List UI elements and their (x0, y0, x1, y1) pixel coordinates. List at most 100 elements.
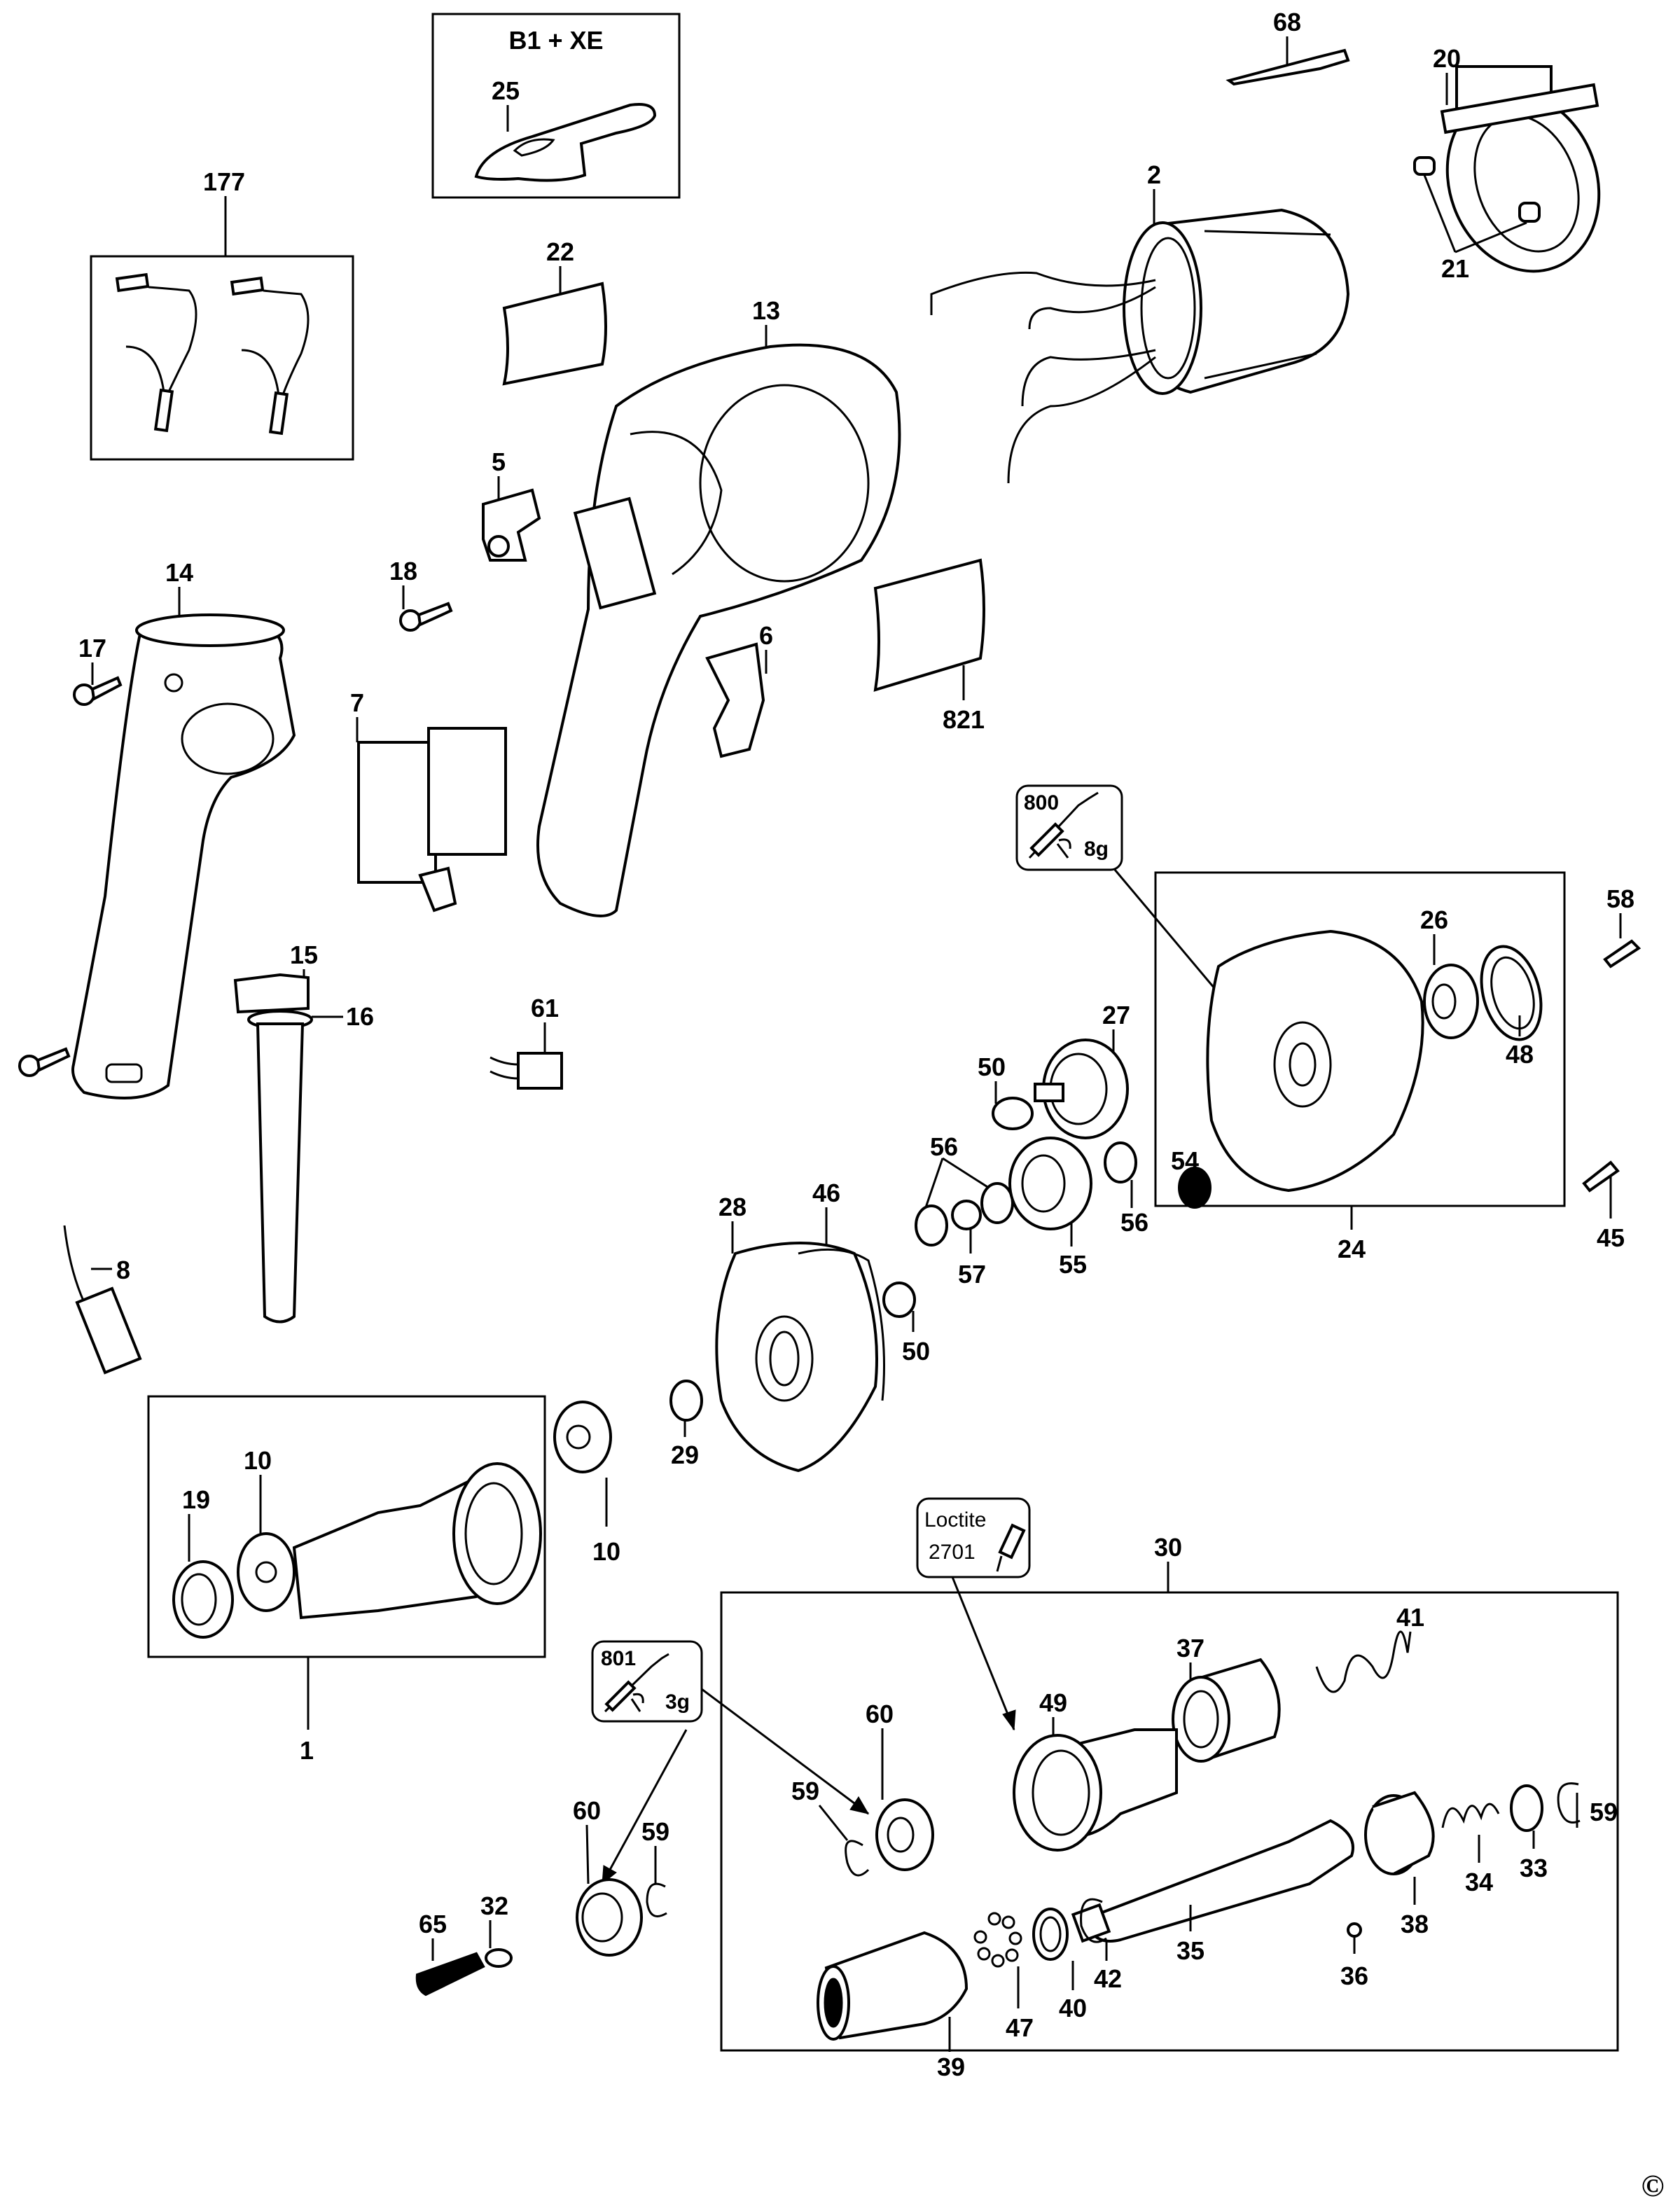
part-59-ring-b: 59 (1557, 1782, 1618, 1828)
group-30-clutch-spindle: 30 41 37 49 60 59 (720, 1533, 1619, 2081)
part-label-37: 37 (1176, 1634, 1205, 1662)
part-10-bearing-b: 10 (553, 1401, 620, 1566)
part-label-2: 2 (1147, 160, 1161, 189)
part-label-36: 36 (1340, 1961, 1368, 1990)
part-label-38: 38 (1401, 1910, 1429, 1938)
grease-800-amount: 8g (1084, 838, 1109, 861)
part-59-ring-c: 59 (641, 1817, 669, 1917)
part-label-45: 45 (1597, 1223, 1625, 1252)
part-label-6: 6 (759, 621, 773, 650)
grease-801-amount: 3g (665, 1690, 690, 1714)
part-50-bearing-a: 50 (978, 1053, 1034, 1130)
part-39-nose-sleeve: 39 (817, 1931, 969, 2081)
part-29-washer: 29 (669, 1380, 703, 1469)
part-17-screws: 17 (18, 634, 123, 1077)
part-label-14: 14 (165, 558, 193, 587)
loctite-name: Loctite (924, 1508, 986, 1532)
part-65-set-screw: 65 (415, 1910, 485, 1997)
part-47-balls: 47 (973, 1912, 1034, 2042)
part-21-brush-spring-a (1413, 156, 1436, 176)
part-label-15: 15 (290, 940, 318, 969)
callout-grease-800: 800 8g (1015, 784, 1227, 1002)
part-label-56: 56 (930, 1132, 958, 1161)
part-38-sleeve: 38 (1364, 1791, 1435, 1938)
part-27-gear: 27 (1034, 1001, 1130, 1139)
part-32-ball: 32 (480, 1891, 513, 1968)
part-label-58: 58 (1606, 884, 1634, 913)
part-label-821: 821 (943, 705, 985, 734)
part-label-32: 32 (480, 1891, 508, 1920)
grease-801-code: 801 (601, 1647, 636, 1670)
part-label-29: 29 (671, 1440, 699, 1469)
part-label-13: 13 (752, 296, 780, 325)
part-16-side-handle: 16 (247, 1002, 374, 1324)
part-13-motor-housing: 13 (536, 296, 901, 917)
part-34-spring: 34 (1441, 1803, 1500, 1896)
part-6-clip: 6 (705, 621, 773, 758)
part-label-55: 55 (1059, 1250, 1087, 1279)
part-label-65: 65 (419, 1910, 447, 1938)
part-18-screw: 18 (389, 557, 453, 632)
part-10-bearing-a: 10 (237, 1446, 296, 1612)
part-22-label: 22 (502, 237, 607, 386)
part-label-42: 42 (1094, 1964, 1122, 1993)
part-54-bearing: 54 (1171, 1146, 1212, 1209)
part-25-switch-lever (474, 103, 657, 182)
part-label-177: 177 (203, 167, 245, 196)
copyright-symbol: © (1641, 2169, 1665, 2203)
part-label-34: 34 (1465, 1868, 1493, 1896)
grease-800-code: 800 (1024, 791, 1059, 814)
part-20-brush-holder: 20 21 (1413, 44, 1601, 283)
part-60-cam-b: 60 (573, 1796, 643, 1957)
part-56-washers: 56 56 (915, 1132, 1148, 1247)
part-label-59c: 59 (1590, 1798, 1618, 1826)
part-label-33: 33 (1520, 1854, 1548, 1882)
part-label-21: 21 (1441, 254, 1469, 283)
part-label-60: 60 (866, 1700, 894, 1728)
part-5-clip: 5 (482, 447, 541, 562)
part-label-35: 35 (1176, 1936, 1205, 1965)
part-8-cord: 8 (63, 1225, 142, 1375)
part-42-ring: 42 (1080, 1898, 1122, 1993)
part-41-spring: 41 (1315, 1603, 1424, 1693)
part-label-39: 39 (937, 2053, 965, 2081)
part-label-10: 10 (244, 1446, 272, 1475)
part-35-spindle: 35 (1071, 1819, 1354, 1965)
part-label-5: 5 (492, 447, 506, 476)
part-50-bearing-b: 50 (882, 1282, 930, 1366)
part-21-brush-spring-b (1518, 202, 1541, 223)
part-15-clamp: 15 (233, 940, 318, 1014)
part-61-carbon-brush: 61 (490, 994, 563, 1090)
part-2-field-stator: 2 (930, 160, 1350, 484)
part-59-ring-a: 59 (791, 1777, 870, 1877)
part-label-27: 27 (1102, 1001, 1130, 1029)
part-68-screw: 68 (1226, 8, 1350, 86)
group-177-brushes: 177 (90, 167, 354, 461)
part-label-59: 59 (791, 1777, 819, 1805)
variant-box-title: B1 + XE (508, 26, 603, 55)
callout-grease-801: 801 3g (591, 1640, 870, 1885)
part-49-collar: 49 (1013, 1688, 1178, 1852)
part-label-50: 50 (978, 1053, 1006, 1081)
part-label-8: 8 (116, 1256, 130, 1284)
part-19-bearing: 19 (172, 1485, 234, 1639)
part-label-47: 47 (1006, 2013, 1034, 2042)
part-label-68: 68 (1273, 8, 1301, 36)
part-label-10b: 10 (592, 1537, 620, 1566)
part-60-cam-a: 60 (866, 1700, 934, 1871)
part-58-screw: 58 (1603, 884, 1641, 968)
part-label-57: 57 (958, 1260, 986, 1289)
part-821-label: 821 (873, 558, 985, 734)
part-28-bearing-plate: 28 (715, 1193, 878, 1473)
part-label-50b: 50 (902, 1337, 930, 1366)
part-label-30: 30 (1154, 1533, 1182, 1562)
carbon-brush-left (115, 272, 197, 433)
part-label-25: 25 (492, 76, 520, 105)
part-label-1: 1 (300, 1736, 314, 1765)
part-40-washer: 40 (1032, 1908, 1087, 2022)
callout-loctite: Loctite 2701 (916, 1497, 1031, 1731)
part-36-ball: 36 (1340, 1922, 1368, 1990)
part-label-60b: 60 (573, 1796, 601, 1825)
part-26-bearing: 26 (1420, 905, 1479, 1039)
